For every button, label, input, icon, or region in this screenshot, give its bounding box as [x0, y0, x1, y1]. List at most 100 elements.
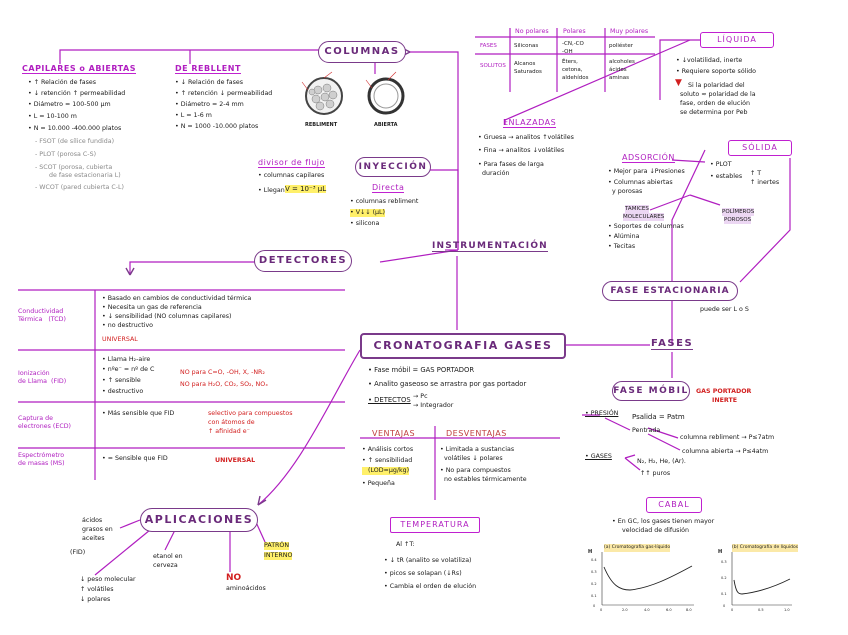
app-bottom: ↓ polares	[80, 596, 111, 603]
inertes-label: ↑ inertes	[750, 179, 780, 186]
detector-tag: con átomos de	[208, 419, 255, 426]
capilares-gray: - PLOT (porosa C-S)	[35, 151, 97, 158]
desventajas-title: DESVENTAJAS	[446, 429, 507, 438]
detectors-line: • DETECTOS	[368, 396, 411, 404]
presion-label: • PRESIÓN	[585, 410, 619, 417]
solida-item: • Columnas abiertas	[608, 179, 673, 186]
ventajas-title: VENTAJAS	[372, 429, 416, 438]
liquida-item: • Requiere soporte sólido	[676, 68, 757, 75]
aplicaciones-bubble: APLICACIONES	[140, 508, 258, 532]
temperatura-subtitle: Al ↑T:	[396, 541, 415, 548]
desventaja-item: volátiles ↓ polares	[440, 455, 503, 462]
pentrada-label: Pentrada	[632, 427, 661, 434]
detector-name: Ionización	[18, 370, 50, 377]
caudal-title: CABAL	[646, 497, 702, 513]
app-item: aceites	[82, 535, 105, 542]
detector-item: • Necesita un gas de referencia	[102, 304, 202, 311]
chart1-ytick: 0	[593, 604, 596, 608]
fig-label-abierta: ABIERTA	[374, 122, 398, 128]
capilares-item: • ↑ Relación de fases	[28, 79, 97, 86]
capilares-gray: - FSOT (de sílice fundida)	[35, 138, 115, 145]
ventaja-item: • Análisis cortos	[362, 446, 414, 453]
divisor-item: • columnas capilares	[258, 172, 325, 179]
table-cell: Siliconas	[514, 43, 539, 49]
ventaja-item: (LOD=μg/kg)	[362, 467, 410, 475]
ventaja-item: • Pequeña	[362, 480, 395, 487]
detector-item: • no destructivo	[102, 322, 154, 329]
table-cell: Alcanos Saturados	[514, 61, 542, 75]
enlazadas-title: ENLAZADAS	[503, 118, 557, 128]
interno-label: INTERNO	[264, 552, 293, 560]
chart1-ytick: 0.2	[591, 582, 597, 586]
liquida-note: soluto ≈ polaridad de la	[680, 91, 756, 98]
no-label: NO	[226, 573, 242, 583]
caudal-text: velocidad de difusión	[622, 527, 689, 534]
relleno-item: • ↓ Relación de fases	[175, 79, 244, 86]
col-abierta-pressure: columna abierta → P≤4atm	[682, 448, 769, 455]
chart1-xtick: 0	[600, 608, 603, 612]
detector-item: • destructivo	[102, 388, 144, 395]
desventaja-item: • Limitada a sustancias	[440, 446, 515, 453]
app-bottom: ↑ volátiles	[80, 586, 114, 593]
gases-list: N₂, H₂, He, (Ar).	[637, 458, 686, 465]
capilares-item: • ↓ retención ↑ permeabilidad	[28, 90, 126, 97]
directa-item: • silicona	[350, 220, 380, 227]
temperatura-item: • picos se solapan (↓Rs)	[384, 570, 462, 577]
capilares-item: • L = 10-100 m	[28, 113, 77, 120]
detector-name: de masas (MS)	[18, 460, 65, 467]
inyeccion-bubble: INYECCIÓN	[355, 157, 431, 177]
chart2-ytick: 0	[723, 604, 726, 608]
relleno-item: • ↑ retención ↓ permeabilidad	[175, 90, 273, 97]
gas-portador-label: GAS PORTADOR	[696, 388, 752, 395]
central-item: • Analito gaseoso se arrastra por gas po…	[368, 380, 527, 388]
estables-label: • estables	[710, 173, 743, 180]
chart2-xtick: 0.5	[758, 608, 764, 612]
polimeros-label: POLÍMEROS	[722, 208, 755, 216]
table-header: Polares	[563, 28, 586, 35]
integrador-label: → Integrador	[413, 402, 454, 409]
capilares-gray: - SCOT (porosa, cubierta	[35, 164, 113, 171]
detector-name: electrones (ECD)	[18, 423, 72, 430]
table-header: Muy polares	[610, 28, 649, 35]
enlazadas-item: duración	[478, 170, 510, 177]
detector-name: Espectrómetro	[18, 452, 65, 459]
liquida-note: se determina por Peb	[680, 109, 748, 116]
table-row-label: FASES	[480, 43, 497, 49]
detector-item: • Más sensible que FID	[102, 410, 175, 417]
central-item: • Fase móbil = GAS PORTADOR	[368, 366, 475, 374]
table-cell: -CN,-CO -OH	[562, 41, 584, 55]
liquida-item: • ↓volatilidad, inerte	[676, 57, 743, 64]
fase-estacionaria-note: puede ser L o S	[700, 306, 749, 313]
enlazadas-item: • Para fases de larga	[478, 161, 544, 168]
temperatura-title: TEMPERATURA	[390, 517, 480, 533]
app-item: etanol en	[153, 553, 183, 560]
chart1-xtick: 4.0	[644, 608, 650, 612]
temperatura-item: • Cambia el orden de elución	[384, 583, 477, 590]
desventaja-item: no estables térmicamente	[440, 476, 527, 483]
table-cell: Éters, cetona, aldehídos	[562, 59, 589, 81]
app-item: (FID)	[70, 549, 86, 556]
detector-tag: NO para C=O, -OH, X, -NR₂	[180, 369, 265, 376]
detector-tag: selectivo para compuestos	[208, 410, 293, 417]
chart2-xtick: 0	[731, 608, 734, 612]
capilares-gray: - WCOT (pared cubierta C-L)	[35, 184, 124, 191]
column-cross-sections-figure	[301, 71, 405, 115]
detector-tag: UNIVERSAL	[102, 336, 138, 343]
patron-label: PATRÓN	[264, 542, 290, 550]
solida-item: y porosas	[608, 188, 643, 195]
chart1-plot	[601, 552, 694, 606]
soportes-item: • Alúmina	[608, 233, 640, 240]
chart1-ytick: 0.3	[591, 570, 597, 574]
t-up-label: ↑ T	[750, 170, 762, 177]
enlazadas-item: • Fina → analitos ↓volátiles	[478, 147, 565, 154]
table-header: No polares	[515, 28, 549, 35]
liquida-title: LÍQUIDA	[700, 32, 774, 48]
chart1-title: (a) Cromatografía gas-líquido	[604, 544, 671, 552]
table-row-label: SOLUTOS	[480, 63, 506, 69]
detector-name: Térmica (TCD)	[18, 316, 66, 323]
tamices-label: TAMICES	[625, 205, 649, 213]
chart1-ytick: 0.4	[591, 558, 597, 562]
detector-name: Conductividad	[18, 308, 64, 315]
divisor-item: • Llegan	[258, 187, 285, 194]
